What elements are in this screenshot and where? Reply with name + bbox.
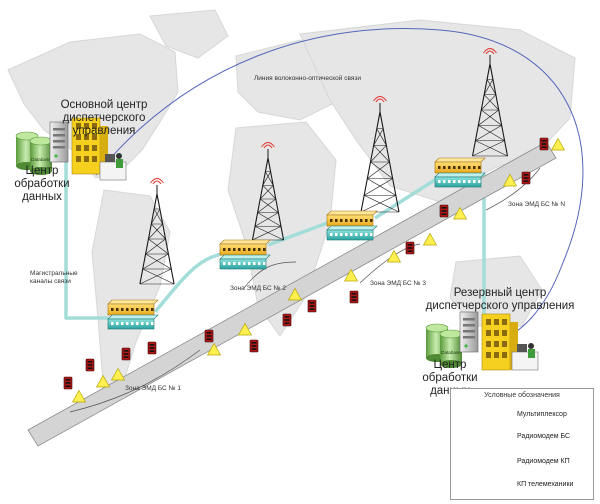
radiomodem-bs (219, 239, 271, 256)
trunk-channel-main-center (64, 155, 108, 320)
multiplexer (326, 225, 378, 241)
office-building (71, 117, 108, 175)
database-label: Database (441, 350, 461, 355)
kp-telemechanics (110, 367, 126, 381)
backup-dispatch-center: Database (425, 311, 539, 371)
radiomodem-kp (121, 347, 131, 361)
main-data-center-label: Центр обработки данных (14, 165, 70, 203)
operator-workstation (99, 153, 127, 181)
radiomodem-kp (249, 339, 259, 353)
radiomodem-bs (434, 157, 486, 174)
legend: Условные обозначения Мультиплексор Радио… (450, 388, 594, 500)
trunk-channel-bs3-bsn (374, 176, 439, 220)
main-center-label: Основной центр диспетчерского управления (60, 99, 148, 137)
legend-label-multiplexer: Мультиплексор (517, 411, 567, 418)
zone-3-label: Зона ЭМД БС № 3 (370, 280, 426, 287)
office-building (481, 313, 518, 371)
radiomodem-kp (204, 329, 214, 343)
kp-telemechanics (452, 206, 468, 220)
radio-tower (360, 96, 400, 213)
australia-shape (449, 255, 543, 327)
zone-2-label: Зона ЭМД БС № 2 (230, 285, 286, 292)
kp-telemechanics (422, 232, 438, 246)
kp-telemechanics (71, 389, 87, 403)
zone-curve-2 (243, 261, 297, 289)
kp-telemechanics (550, 137, 566, 151)
server-rack (459, 311, 479, 353)
server-rack (49, 121, 69, 163)
kp-telemechanics (237, 322, 253, 336)
kp-telemechanics (343, 268, 359, 282)
base-station (434, 157, 486, 188)
multiplexer (219, 254, 271, 270)
kp-telemechanics (287, 287, 303, 301)
kp-telemechanics (502, 173, 518, 187)
radiomodem-kp (349, 290, 359, 304)
south-america-shape (91, 189, 171, 402)
radiomodem-bs (326, 210, 378, 227)
operator-workstation (511, 343, 539, 371)
north-america-shape (7, 33, 179, 179)
zone-1-label: Зона ЭМД БС № 1 (125, 385, 181, 392)
kp-telemechanics (206, 342, 222, 356)
fiber-line-label: Линия волоконно-оптической связи (254, 75, 361, 82)
radiomodem-kp (282, 313, 292, 327)
backup-center-label: Резервный центр диспетчерского управлени… (425, 287, 575, 312)
radiomodem-kp (307, 299, 317, 313)
legend-label-radiomodem-bs: Радиомодем БС (517, 433, 571, 440)
fiber-optic-line (95, 28, 584, 343)
multiplexer (434, 172, 486, 188)
legend-label-kp-telemechanics: КП телемеханики (517, 481, 574, 488)
radiomodem-kp (147, 341, 157, 355)
radiomodem-kp (539, 137, 549, 151)
base-station (219, 239, 271, 270)
legend-label-radiomodem-kp: Радиомодем КП (517, 458, 570, 465)
base-station (107, 299, 159, 330)
trunk-channels-label: Магистральные каналы связи (30, 270, 78, 285)
radio-tower (471, 48, 509, 157)
radiomodem-kp (521, 171, 531, 185)
multiplexer (107, 314, 159, 330)
legend-title: Условные обозначения (484, 392, 560, 399)
zone-curve-1 (69, 349, 201, 413)
kp-telemechanics (95, 374, 111, 388)
trunk-channel-bs2-bs3 (267, 220, 331, 247)
radiomodem-kp (85, 358, 95, 372)
radiomodem-bs (107, 299, 159, 316)
radio-tower (139, 178, 175, 285)
radiomodem-kp (439, 204, 449, 218)
base-station (326, 210, 378, 241)
main-dispatch-center: Database (15, 117, 127, 181)
zone-curve-n (485, 167, 541, 211)
zone-n-label: Зона ЭМД БС № N (508, 201, 566, 208)
kp-telemechanics (386, 249, 402, 263)
greenland-shape (149, 9, 229, 59)
database-cylinder (29, 136, 53, 175)
radiomodem-kp (63, 376, 73, 390)
database-label: Database (31, 157, 51, 162)
database-cylinder (439, 329, 463, 368)
radiomodem-kp (405, 241, 415, 255)
